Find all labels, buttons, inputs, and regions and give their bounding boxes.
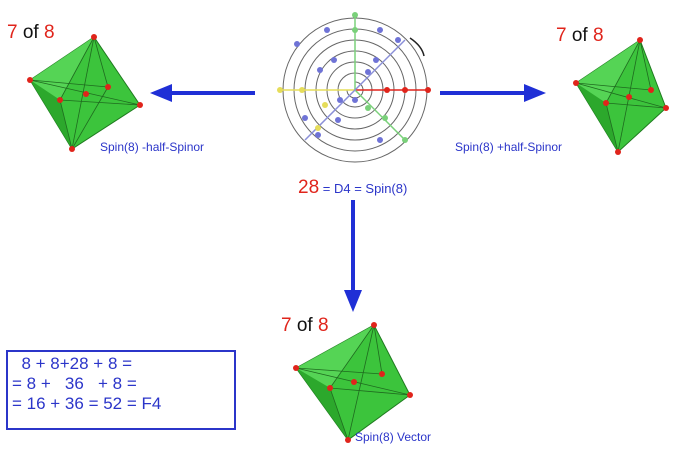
arrow-right [440,84,546,102]
right-count-den: 8 [593,25,604,46]
root-spiral-diagram [277,12,431,163]
bottom-count-num: 7 [281,315,292,336]
left-count-of: of [22,22,39,43]
right-count-label: 7 of 8 [556,25,604,47]
right-caption: Spin(8) +half-Spinor [455,140,563,154]
formula-line-3: = 16 + 36 = 52 = F4 [12,394,162,413]
right-count-of: of [571,25,588,46]
center-rest: = D4 = Spin(8) [322,181,408,196]
arrow-down [344,200,362,312]
left-count-num: 7 [7,22,18,43]
bottom-caption: Spin(8) Vector [355,430,432,444]
right-count-num: 7 [556,25,567,46]
formula-box: 8 + 8+28 + 8 = = 8 + 36 + 8 = = 16 + 36 … [6,350,236,430]
formula-line-2: = 8 + 36 + 8 = [12,374,137,393]
octahedron-left [27,34,143,152]
left-count-label: 7 of 8 [7,22,55,44]
left-count-den: 8 [44,22,55,43]
formula-line-1: 8 + 8+28 + 8 = [12,354,133,373]
bottom-count-label: 7 of 8 [281,315,329,337]
center-number: 28 [298,177,320,198]
arrow-left [150,84,255,102]
bottom-count-of: of [296,315,313,336]
octahedron-bottom [293,322,413,443]
octahedron-right [573,37,669,155]
bottom-count-den: 8 [318,315,329,336]
left-caption: Spin(8) -half-Spinor [100,140,205,154]
center-label: 28 = D4 = Spin(8) [298,177,407,199]
